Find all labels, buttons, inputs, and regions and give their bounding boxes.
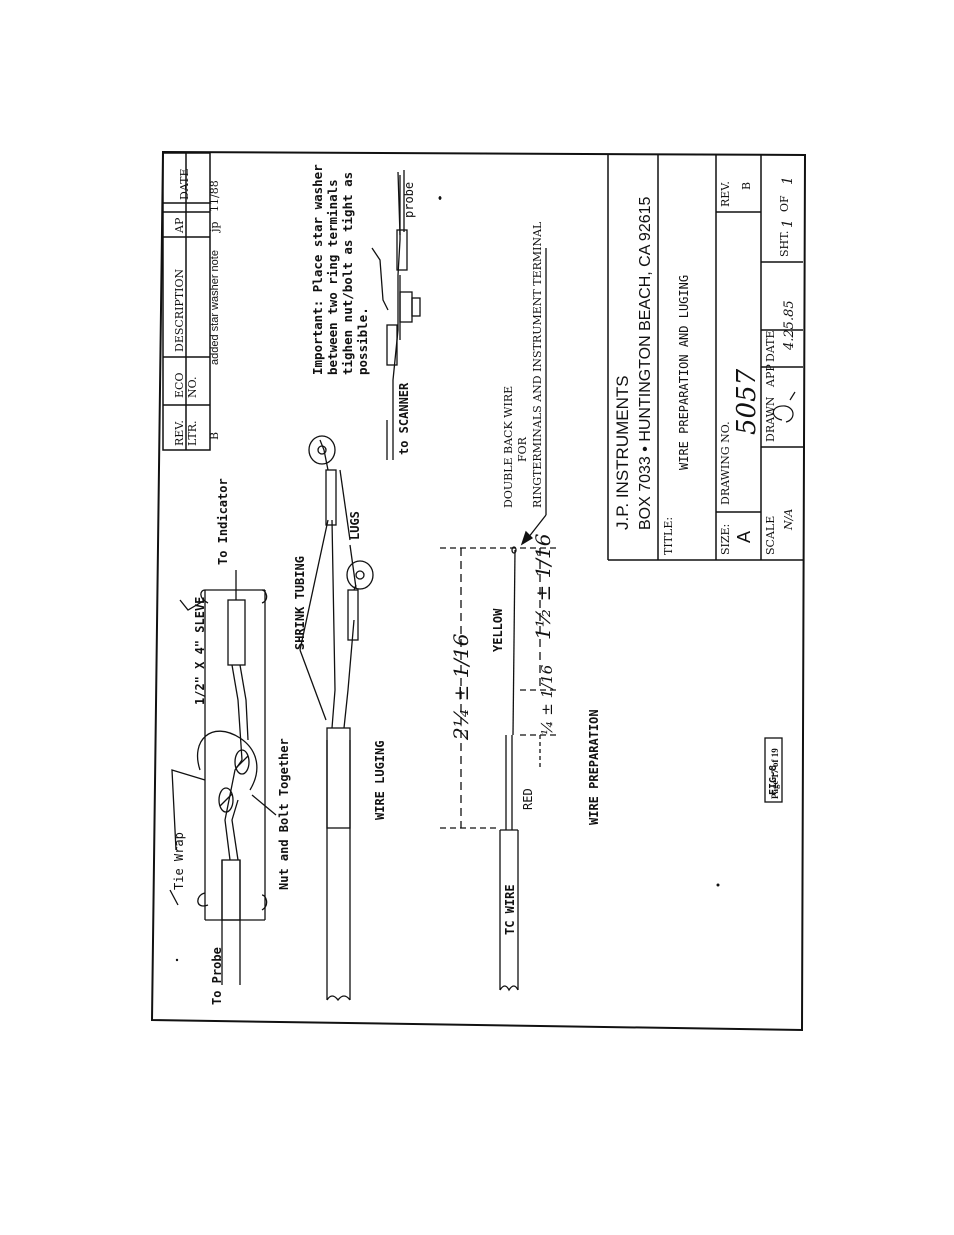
important-note-line-1: Important: Place star washer [310,164,325,375]
rev-header-rev: REV. [173,420,186,446]
fig-label: FIG-8 [768,765,779,795]
date-value: 4.25.85 [782,300,797,351]
double-back-line-3: RINGTERMINALS AND INSTRUMENT TERMINAL [531,221,544,508]
rev-entry-ap: jp [208,222,221,234]
date-label: DATE [764,330,777,362]
rev-header-no: NO. [186,377,199,399]
rev-header-date: DATE [178,168,191,200]
sheet-value: 1 [780,219,796,228]
drawn-label: DRAWN [764,396,777,442]
rev-label: REV. [719,181,732,207]
company-address: BOX 7033 • HUNTINGTON BEACH, CA 92615 [637,196,654,530]
important-note-line-2: between two ring terminals [325,179,340,375]
app-label: APP [764,364,777,388]
page-label: Page 17 of 19 [770,748,780,799]
wire-preparation-detail [440,546,560,992]
terminal-detail [371,170,441,460]
lugs-label: LUGS [348,511,362,540]
speck [175,958,179,962]
double-back-line-1: DOUBLE BACK WIRE [502,386,515,508]
red-label: RED [521,788,535,810]
dim-yellow-label: 1½ ± 1/16 [531,533,555,640]
probe-label: probe [402,182,416,218]
yellow-label: YELLOW [491,608,505,652]
revision-block [162,152,211,451]
drawing-no-value: 5057 [732,368,762,435]
important-note-line-4: possible. [355,307,370,375]
of-label: OF [778,195,791,212]
nut-bolt-label: Nut and Bolt Together [277,738,291,890]
double-back-arrow [520,248,547,546]
speck [716,883,720,887]
tc-wire-label: TC WIRE [503,884,517,935]
to-scanner-label: to SCANNER [397,382,411,455]
rev-header-description: DESCRIPTION [173,268,186,352]
sleeve-label: 1/2" X 4" SLEVE [193,597,207,705]
title-block [607,155,803,561]
dim-overall-label: 2¼ ± 1/16 [449,633,473,741]
rev-header-ltr: LTR. [186,420,199,446]
rev-value: B [740,182,753,190]
page-label-box [764,737,783,803]
title-value: WIRE PREPARATION AND LUGING [677,275,691,470]
drawing-border [150,150,807,1032]
important-note-line-3: tighen nut/bolt as tight as [340,172,355,375]
sheet-label: SHT. [778,231,791,257]
speck [438,196,442,200]
shrink-tubing-label: SHRINK TUBING [293,556,307,650]
wire-luging-title: WIRE LUGING [373,741,387,820]
tie-wrap-label: Tie Wrap [172,832,186,890]
rev-header-eco: ECO [173,373,186,398]
to-probe-label: To Probe [210,947,224,1005]
company-name: J.P. INSTRUMENTS [613,375,632,530]
drawn-by-signature [772,391,796,423]
title-label: TITLE: [662,517,675,555]
scale-label: SCALE [764,516,777,555]
rev-entry-ltr: B [208,432,221,440]
rev-entry-description: added star washer note [209,250,221,365]
scale-value: N/A [782,509,795,531]
of-value: 1 [780,176,796,185]
rev-header-ap: AP [173,217,186,234]
drawing-no-label: DRAWING NO. [719,421,732,505]
splice-detail [169,570,277,985]
size-label: SIZE: [719,524,732,555]
double-back-line-2: FOR [516,436,529,462]
rev-entry-date: 11/88 [208,180,221,212]
wire-luging-detail [299,435,374,1002]
wire-preparation-title: WIRE PREPARATION [587,709,601,825]
dim-strip-label: ¼ ± 1/16 [538,664,556,735]
to-indicator-label: To Indicator [216,478,230,565]
size-value: A [734,531,754,543]
